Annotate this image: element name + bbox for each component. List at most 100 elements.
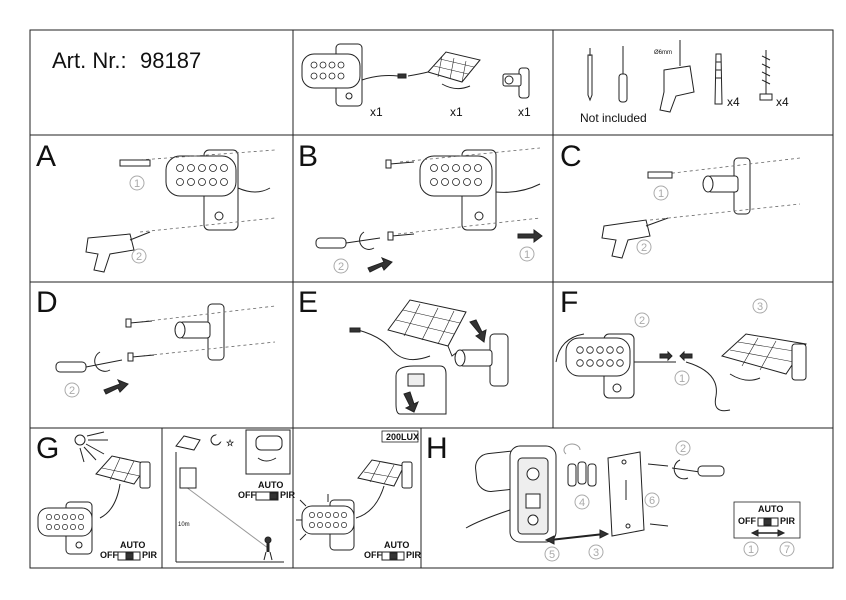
callout-3: 3 — [588, 544, 604, 560]
screw-icon — [387, 231, 415, 241]
step-b-panel: B 1 2 — [298, 140, 543, 274]
lit-lamp-icon — [296, 494, 355, 551]
svg-text:1: 1 — [658, 188, 664, 200]
step-a-panel: A 1 2 — [36, 140, 276, 273]
lamp-open-icon — [465, 445, 557, 543]
svg-text:5: 5 — [549, 549, 555, 561]
svg-text:OFF: OFF — [738, 516, 756, 526]
lamp-icon — [165, 149, 271, 231]
arrow-icon — [367, 257, 393, 273]
pencil-icon — [587, 48, 593, 102]
lamp-qty: x1 — [370, 105, 383, 119]
callout-2: 2 — [64, 382, 80, 398]
screw-icon — [647, 463, 669, 467]
svg-text:PIR: PIR — [280, 490, 296, 500]
svg-text:6: 6 — [649, 495, 655, 507]
step-f-label: F — [560, 286, 578, 319]
step-f-panel: F 1 2 3 — [555, 286, 807, 412]
callout-2: 2 — [636, 239, 652, 255]
lamp-inset — [245, 429, 291, 475]
svg-text:1: 1 — [679, 373, 685, 385]
svg-text:PIR: PIR — [406, 550, 422, 560]
svg-text:2: 2 — [639, 315, 645, 327]
article-number: Art. Nr.: 98187 — [52, 48, 201, 73]
step-d-panel: D 2 — [36, 286, 276, 398]
arrow-icon — [679, 350, 693, 362]
art-number: 98187 — [140, 48, 201, 73]
rotate-icon — [563, 443, 581, 455]
step-a-label: A — [36, 140, 56, 173]
svg-text:7: 7 — [784, 544, 790, 556]
mode-switch[interactable]: AUTO OFF PIR — [238, 480, 296, 501]
step-e-panel: E — [298, 286, 509, 415]
motion-range-diagram: ☆ 10m — [175, 434, 284, 563]
callout-6: 6 — [644, 492, 660, 508]
screwdriver-icon — [55, 351, 123, 373]
svg-text:2: 2 — [136, 251, 142, 263]
bracket-icon — [454, 333, 509, 387]
svg-text:2: 2 — [680, 443, 686, 455]
wall-plug-icon — [119, 159, 151, 167]
drill-size-label: Ø6mm — [654, 50, 672, 56]
callout-2: 2 — [634, 312, 650, 328]
solar-panel-part-icon — [407, 51, 481, 90]
person-icon — [263, 536, 273, 561]
mode-switch[interactable]: AUTO OFF PIR — [100, 540, 158, 561]
step-b-label: B — [298, 140, 318, 173]
not-included-label: Not included — [580, 111, 647, 125]
step-c-panel: C 1 2 — [560, 140, 801, 259]
tools-list: Not included Ø6mm x4 x4 — [580, 40, 789, 125]
bracket-icon — [702, 157, 751, 215]
svg-text:3: 3 — [593, 547, 599, 559]
step-h-panel: H — [426, 432, 801, 562]
svg-text:200LUX: 200LUX — [386, 432, 419, 442]
screw-qty: x4 — [776, 95, 789, 109]
mode-switch[interactable]: AUTO OFF PIR — [364, 540, 422, 561]
sun-icon — [74, 431, 108, 463]
wall-plug-icon — [647, 171, 673, 179]
bracket-qty: x1 — [518, 105, 531, 119]
drill-icon — [601, 217, 669, 259]
bracket-icon — [174, 303, 225, 361]
svg-text:1: 1 — [134, 178, 140, 190]
lamp-icon — [555, 333, 676, 399]
battery-cover-icon — [607, 451, 645, 537]
callout-2: 2 — [675, 440, 691, 456]
double-arrow-icon — [544, 529, 610, 545]
callout-7: 7 — [779, 541, 795, 557]
switch-inset: AUTO OFF PIR — [733, 501, 801, 539]
callout-5: 5 — [544, 546, 560, 562]
solar-panel-icon — [355, 459, 413, 519]
lamp-part-icon — [301, 43, 407, 107]
callout-2: 2 — [333, 258, 349, 274]
svg-text:OFF: OFF — [238, 490, 256, 500]
screw-icon — [127, 352, 155, 362]
screw-icon — [649, 523, 669, 527]
svg-text:AUTO: AUTO — [120, 540, 145, 550]
screwdriver-icon — [618, 46, 628, 103]
svg-text:2: 2 — [69, 385, 75, 397]
bracket-part-icon — [502, 67, 530, 99]
svg-text:AUTO: AUTO — [758, 504, 783, 514]
step-g-label: G — [36, 432, 59, 465]
arrow-icon — [103, 379, 129, 395]
svg-text:2: 2 — [641, 242, 647, 254]
step-c-label: C — [560, 140, 582, 173]
solar-panel-icon — [721, 333, 807, 381]
callout-1: 1 — [129, 175, 145, 191]
step-h-label: H — [426, 432, 448, 465]
distance-label: 10m — [178, 522, 190, 528]
detail-inset — [395, 365, 447, 415]
svg-text:OFF: OFF — [364, 550, 382, 560]
svg-text:1: 1 — [748, 544, 754, 556]
svg-text:3: 3 — [757, 301, 763, 313]
lamp-icon — [37, 501, 93, 555]
step-g-panel: G AUTO OFF PIR — [36, 429, 422, 563]
svg-text:PIR: PIR — [142, 550, 158, 560]
panel-qty: x1 — [450, 105, 463, 119]
svg-text:OFF: OFF — [100, 550, 118, 560]
callout-1: 1 — [653, 185, 669, 201]
arrow-icon — [469, 319, 487, 343]
arrow-icon — [517, 229, 543, 243]
